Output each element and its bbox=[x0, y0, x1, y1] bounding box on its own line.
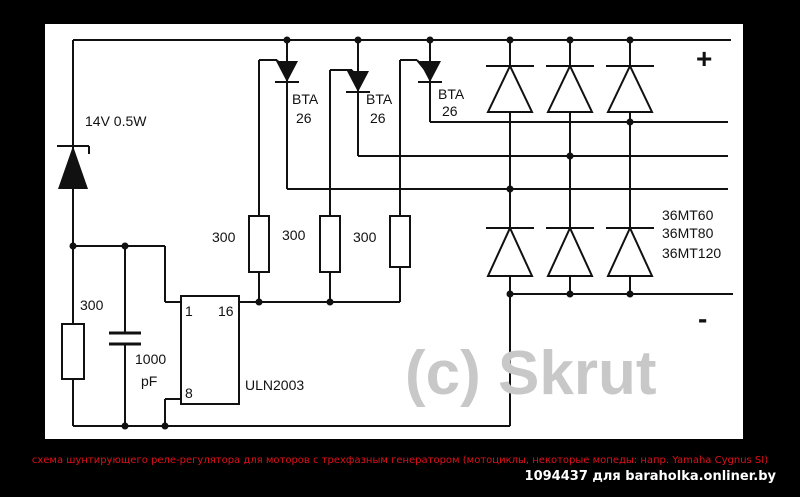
footer-credit: 1094437 для baraholka.onliner.by bbox=[524, 469, 776, 484]
thyristor-3-label: BTA bbox=[438, 86, 465, 102]
zener-label: 14V 0.5W bbox=[85, 113, 147, 129]
zener-diode bbox=[57, 145, 90, 189]
thyristor-3 bbox=[416, 59, 442, 83]
thyristor-1-sub: 26 bbox=[296, 110, 312, 126]
bridge-diodes-lower bbox=[486, 225, 654, 277]
thyristor-1 bbox=[275, 59, 299, 83]
resistor-r3 bbox=[319, 215, 341, 273]
thyristor-2-sub: 26 bbox=[370, 110, 386, 126]
diode-model-3: 36MT120 bbox=[662, 245, 721, 261]
thyristor-1-label: BTA bbox=[292, 91, 319, 107]
resistor-r2 bbox=[248, 215, 270, 273]
ic-pin-1: 1 bbox=[185, 303, 193, 319]
diode-model-1: 36MT60 bbox=[662, 207, 714, 223]
minus-terminal-label: - bbox=[698, 303, 707, 334]
resistor-r1 bbox=[61, 323, 85, 380]
thyristor-2 bbox=[346, 69, 370, 93]
resistor-r1-label: 300 bbox=[80, 297, 104, 313]
plus-terminal-label: + bbox=[696, 43, 712, 74]
capacitor bbox=[109, 331, 141, 346]
caption: схема шунтирующего реле-регулятора для м… bbox=[31, 455, 769, 466]
diode-model-2: 36MT80 bbox=[662, 225, 714, 241]
bridge-diodes-upper bbox=[486, 63, 654, 113]
ic-name: ULN2003 bbox=[245, 377, 304, 393]
resistor-r4 bbox=[389, 215, 411, 268]
ic-pin-16: 16 bbox=[218, 303, 234, 319]
capacitor-unit: pF bbox=[141, 373, 157, 389]
ic-pin-8: 8 bbox=[185, 385, 193, 401]
resistor-r2-label: 300 bbox=[212, 229, 236, 245]
thyristor-2-label: BTA bbox=[366, 91, 393, 107]
resistor-r4-label: 300 bbox=[353, 229, 377, 245]
ic-uln2003 bbox=[180, 295, 240, 405]
capacitor-value: 1000 bbox=[135, 351, 166, 367]
thyristor-3-sub: 26 bbox=[442, 103, 458, 119]
resistor-r3-label: 300 bbox=[282, 227, 306, 243]
schematic-frame: (c) Skrut 14V 0.5W BTA 26 BTA 26 BTA 26 … bbox=[45, 24, 743, 439]
circuit-diagram: (c) Skrut 14V 0.5W BTA 26 BTA 26 BTA 26 … bbox=[57, 36, 733, 430]
watermark: (c) Skrut bbox=[405, 339, 656, 408]
